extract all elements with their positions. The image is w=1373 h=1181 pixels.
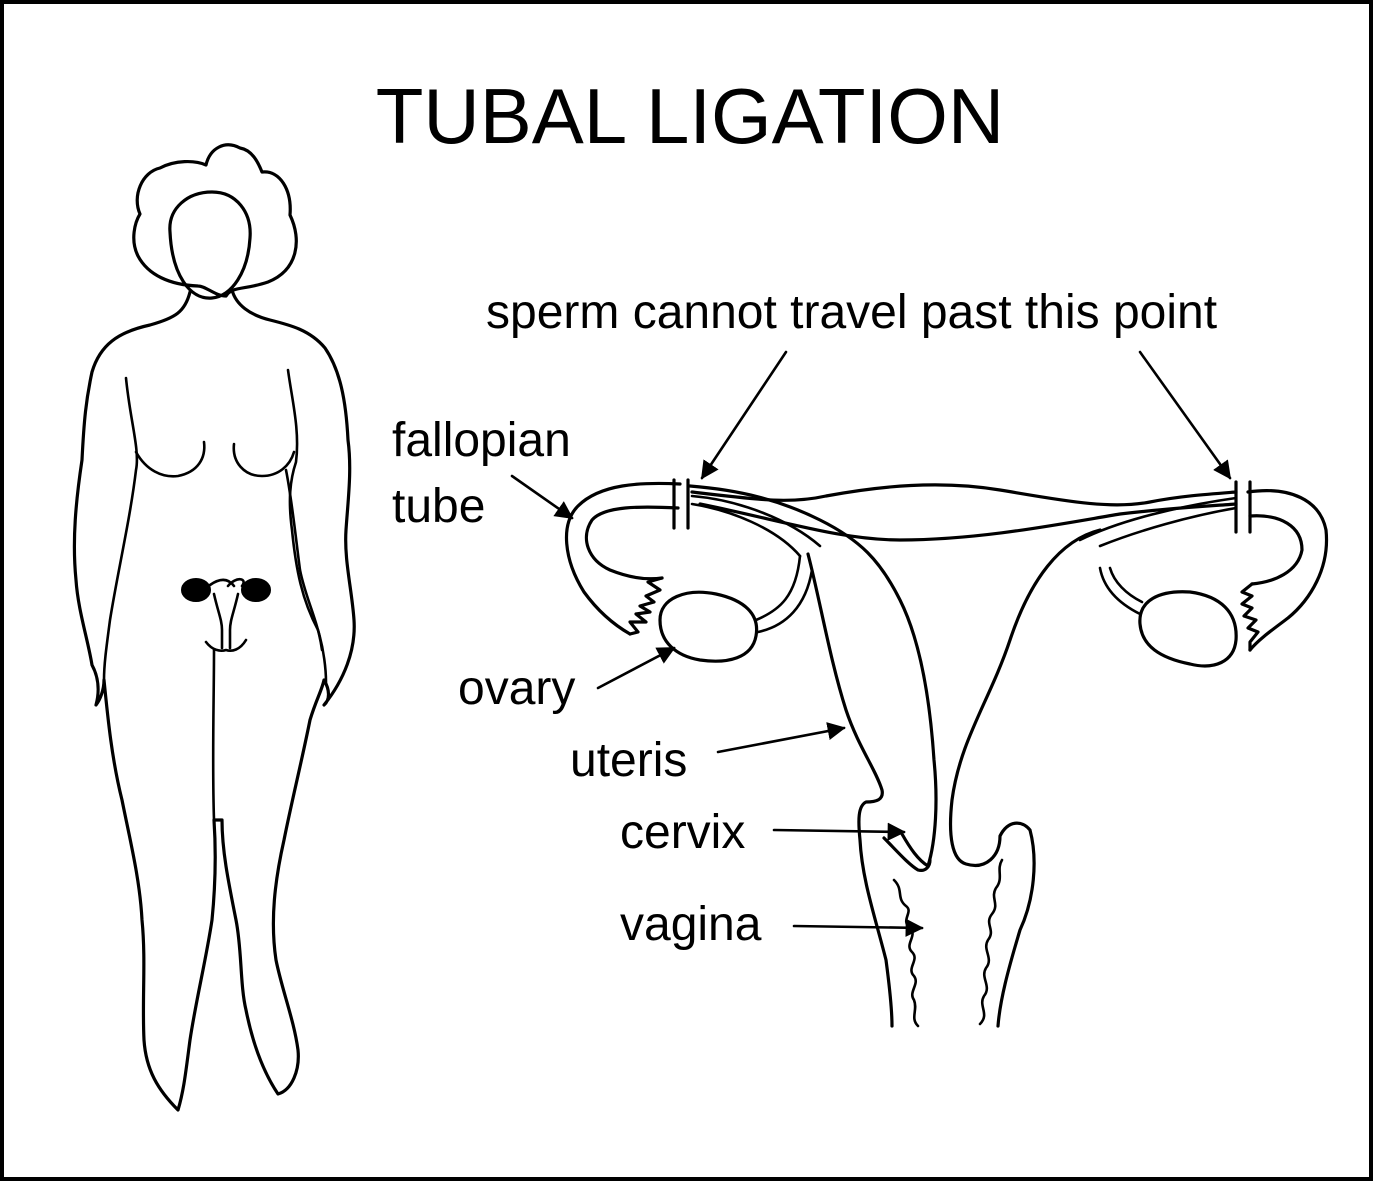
arrow-vagina (792, 918, 924, 937)
arrow-cervix (772, 822, 906, 841)
uterus-right-wall (948, 528, 1102, 1028)
left-breast (134, 440, 206, 478)
body-outline (72, 288, 356, 1112)
sperm-note-label: sperm cannot travel past this point (486, 286, 1217, 339)
face-outline (168, 190, 252, 300)
hair-outline (132, 143, 298, 298)
uterus-fundus-inner (698, 502, 1238, 542)
left-ovary (658, 590, 759, 663)
vagina-label: vagina (620, 898, 762, 951)
vagina-rugae-left (892, 878, 920, 1028)
arrow-sperm-right (1138, 350, 1232, 480)
mini-ovary-left (181, 578, 211, 602)
vagina-rugae-right (978, 858, 1004, 1026)
left-fimbriae (628, 576, 664, 636)
right-breast (232, 442, 296, 478)
arrows (510, 350, 1232, 937)
mini-vagina (204, 638, 248, 653)
right-tube-outer (1246, 489, 1329, 652)
ovary-label: ovary (458, 662, 575, 715)
uterus-label: uteris (570, 734, 687, 787)
arrow-ovary (596, 646, 676, 690)
uterus-left-wall (806, 552, 894, 1028)
fallopian-label-line1: fallopian (392, 414, 571, 467)
left-ligation-clip (672, 478, 690, 530)
cervix-left (882, 836, 932, 872)
left-ovary-ligament (754, 554, 814, 634)
left-tube-inner (584, 505, 680, 581)
left-arm-line (102, 376, 139, 682)
right-tube-inner-2 (1078, 496, 1238, 548)
right-tube-inner (1248, 514, 1304, 586)
mini-tube-left (208, 578, 236, 588)
cervix-label: cervix (620, 806, 745, 859)
mini-uterus-icon (181, 577, 271, 653)
fallopian-label-line2: tube (392, 480, 485, 533)
mini-uterus-body (212, 592, 240, 650)
body-figure (72, 143, 356, 1112)
mini-tube-right (226, 577, 245, 588)
arrow-sperm-left (700, 350, 788, 480)
right-fimbriae (1240, 582, 1260, 652)
right-ovary-ligament (1098, 566, 1144, 616)
left-tube-outer (564, 481, 682, 636)
right-ovary (1138, 590, 1238, 668)
leg-split (211, 648, 216, 822)
uterus-fundus (690, 483, 1238, 507)
arrow-fallopian-tube (510, 474, 574, 520)
uterus-diagram (564, 478, 1329, 1028)
right-ligation-clip (1234, 480, 1252, 534)
right-arm-line-2 (284, 468, 324, 652)
arrow-uterus (716, 722, 846, 754)
diagram-title: TUBAL LIGATION (376, 72, 1004, 160)
mini-ovary-right (241, 578, 271, 602)
